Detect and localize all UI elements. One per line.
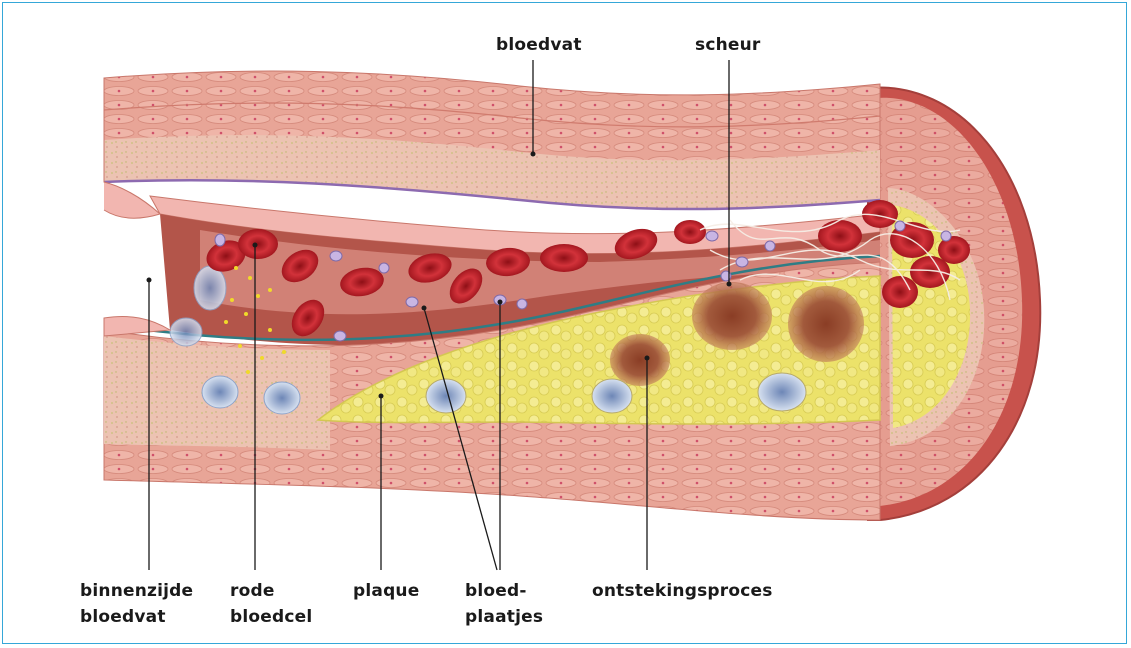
label-binnenzijde-line1: binnenzijde <box>80 580 193 602</box>
label-bloedplaatjes-line1: bloed- <box>465 580 527 602</box>
label-rode-line2: bloedcel <box>230 606 312 628</box>
label-ontstekingsproces: ontstekingsproces <box>592 580 773 602</box>
inflammation-blob <box>610 334 670 386</box>
label-bloedplaatjes-line2: plaatjes <box>465 606 543 628</box>
inflammation-blob <box>692 282 772 350</box>
label-rode-line1: rode <box>230 580 275 602</box>
inflammation-blob <box>788 286 864 362</box>
label-scheur: scheur <box>695 34 761 56</box>
label-plaque: plaque <box>353 580 419 602</box>
label-binnenzijde-line2: bloedvat <box>80 606 166 628</box>
label-bloedvat: bloedvat <box>496 34 582 56</box>
